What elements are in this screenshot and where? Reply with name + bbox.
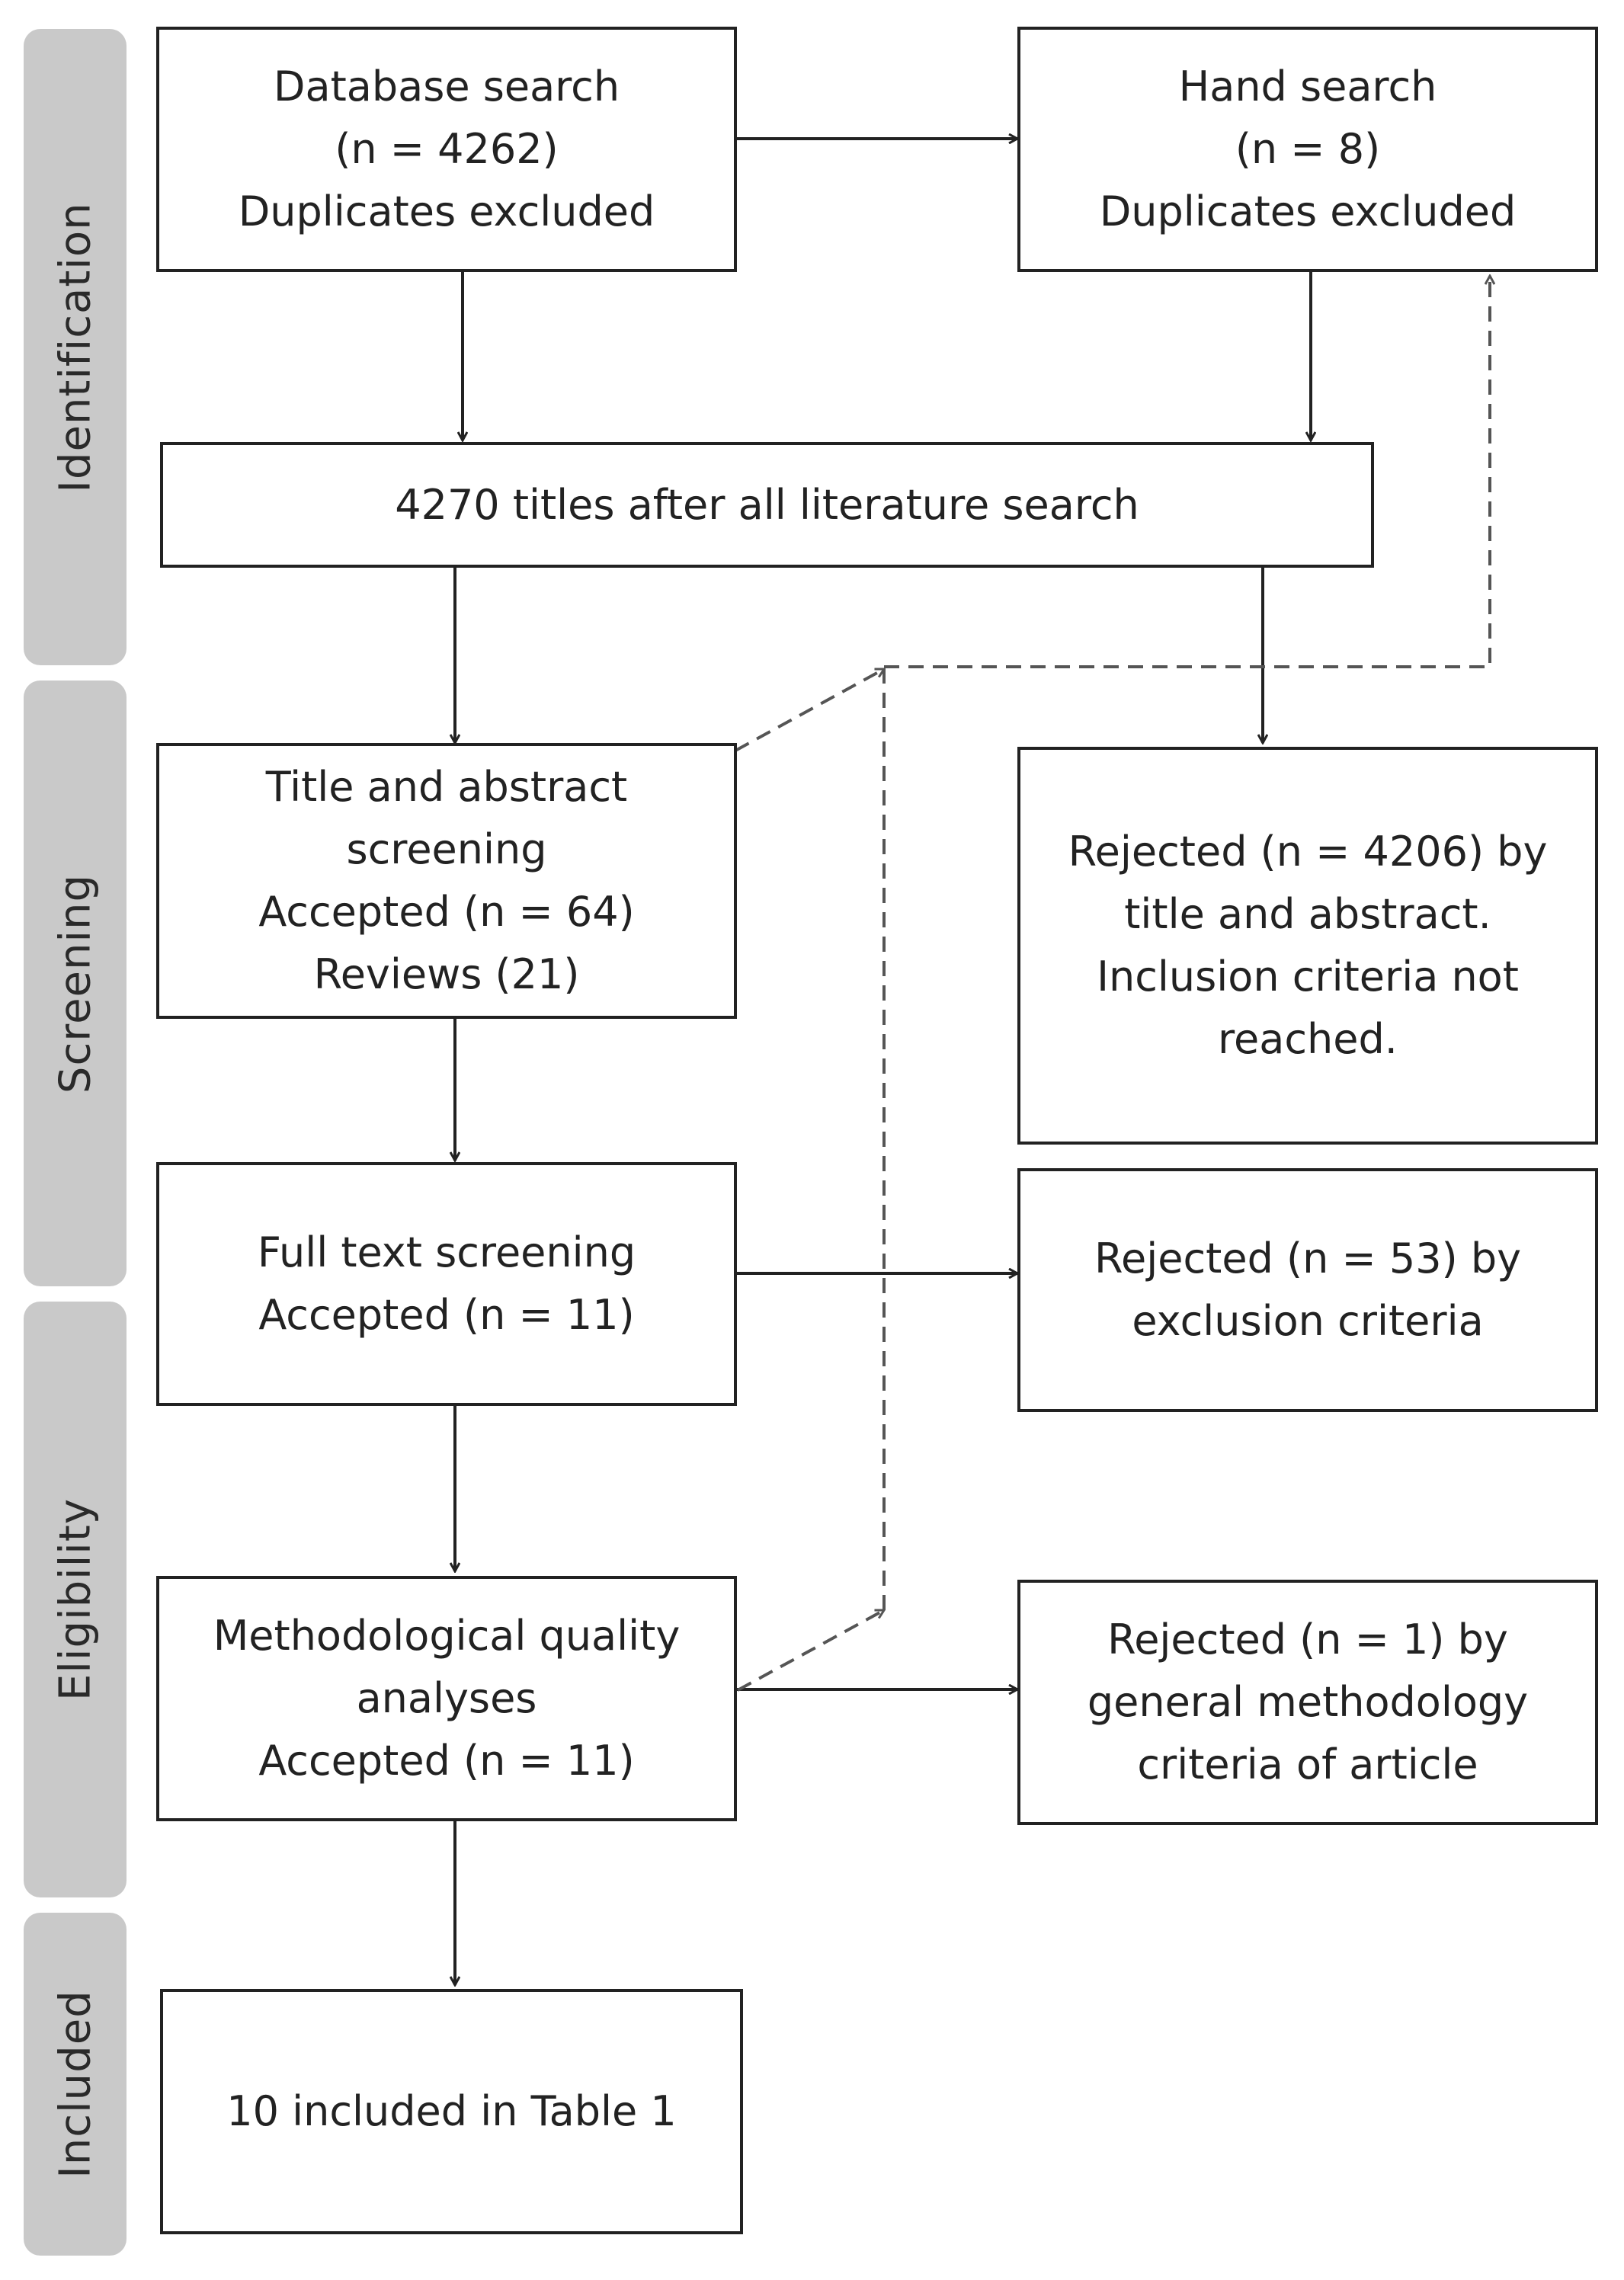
stage-bar-identification: Identification: [24, 29, 127, 665]
full-text-title: Full text screening: [257, 1228, 636, 1276]
hand-search-title: Hand search: [1178, 62, 1437, 110]
hand-search-note: Duplicates excluded: [1099, 187, 1517, 235]
dashed-arrow-methodological-up: [737, 1609, 884, 1692]
stage-bar-included: Included: [24, 1913, 127, 2256]
title-abstract-screening-box: Title and abstract screening Accepted (n…: [156, 743, 737, 1019]
methodological-line-2: analyses: [356, 1674, 537, 1722]
title-abstract-reviews: Reviews (21): [313, 950, 580, 998]
methodological-quality-box: Methodological quality analyses Accepted…: [156, 1576, 737, 1821]
solid-arrows: [455, 139, 1311, 1985]
rejected-exclusion-line-1: Rejected (n = 53) by: [1094, 1234, 1522, 1282]
rejected-title-abstract-line-1: Rejected (n = 4206) by: [1068, 828, 1548, 876]
hand-search-count: (n = 8): [1235, 125, 1381, 173]
methodological-accepted: Accepted (n = 11): [258, 1737, 635, 1785]
rejected-methodology-line-1: Rejected (n = 1) by: [1107, 1616, 1508, 1664]
title-abstract-accepted: Accepted (n = 64): [258, 888, 635, 936]
all-titles-box: 4270 titles after all literature search: [160, 442, 1374, 568]
rejected-exclusion-box: Rejected (n = 53) by exclusion criteria: [1017, 1168, 1598, 1412]
dashed-loop-to-hand-search: [884, 276, 1490, 668]
rejected-exclusion-line-2: exclusion criteria: [1132, 1297, 1484, 1345]
dashed-feedback-arrows: [735, 276, 1490, 1692]
methodological-line-1: Methodological quality: [213, 1612, 681, 1660]
included-box: 10 included in Table 1: [160, 1989, 743, 2234]
all-titles-text: 4270 titles after all literature search: [395, 480, 1139, 529]
rejected-methodology-line-2: general methodology: [1087, 1678, 1529, 1726]
database-search-box: Database search (n = 4262) Duplicates ex…: [156, 27, 737, 272]
hand-search-box: Hand search (n = 8) Duplicates excluded: [1017, 27, 1598, 272]
database-search-note: Duplicates excluded: [238, 187, 655, 235]
database-search-title: Database search: [273, 62, 620, 110]
stage-bar-screening: Screening: [24, 680, 127, 1286]
full-text-screening-box: Full text screening Accepted (n = 11): [156, 1162, 737, 1406]
full-text-accepted: Accepted (n = 11): [258, 1291, 635, 1339]
rejected-title-abstract-line-2: title and abstract.: [1124, 890, 1491, 938]
dashed-arrow-screening-up: [735, 668, 884, 752]
rejected-title-abstract-line-4: reached.: [1218, 1015, 1398, 1063]
rejected-title-abstract-box: Rejected (n = 4206) by title and abstrac…: [1017, 747, 1598, 1145]
stage-bar-eligibility: Eligibility: [24, 1302, 127, 1897]
title-abstract-line-1: Title and abstract: [265, 763, 628, 811]
rejected-methodology-line-3: criteria of article: [1137, 1740, 1478, 1788]
included-text: 10 included in Table 1: [226, 2087, 677, 2135]
rejected-methodology-box: Rejected (n = 1) by general methodology …: [1017, 1580, 1598, 1825]
rejected-title-abstract-line-3: Inclusion criteria not: [1097, 953, 1519, 1001]
database-search-count: (n = 4262): [335, 125, 559, 173]
title-abstract-line-2: screening: [346, 825, 547, 873]
